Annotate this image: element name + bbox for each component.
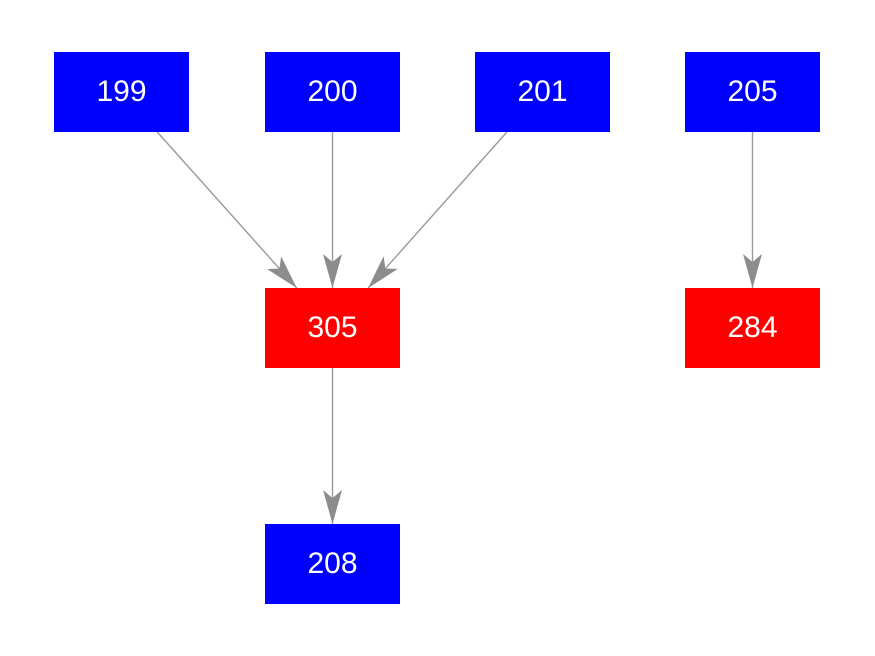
node-label: 199 — [96, 75, 147, 108]
node-201[interactable]: 201 — [475, 52, 610, 132]
node-label: 305 — [307, 311, 358, 344]
node-284[interactable]: 284 — [685, 288, 820, 368]
node-208[interactable]: 208 — [265, 524, 400, 604]
node-305[interactable]: 305 — [265, 288, 400, 368]
node-199[interactable]: 199 — [54, 52, 189, 132]
node-label: 208 — [307, 547, 358, 580]
arrowhead-icon — [743, 254, 762, 288]
node-label: 205 — [727, 75, 778, 108]
node-205[interactable]: 205 — [685, 52, 820, 132]
edge-201-305 — [367, 131, 508, 289]
node-label: 284 — [727, 311, 778, 344]
arrowhead-icon — [323, 254, 342, 288]
arrowhead-icon — [323, 490, 342, 524]
edge-199-305 — [156, 131, 298, 289]
node-label: 200 — [307, 75, 358, 108]
node-label: 201 — [517, 75, 568, 108]
node-200[interactable]: 200 — [265, 52, 400, 132]
